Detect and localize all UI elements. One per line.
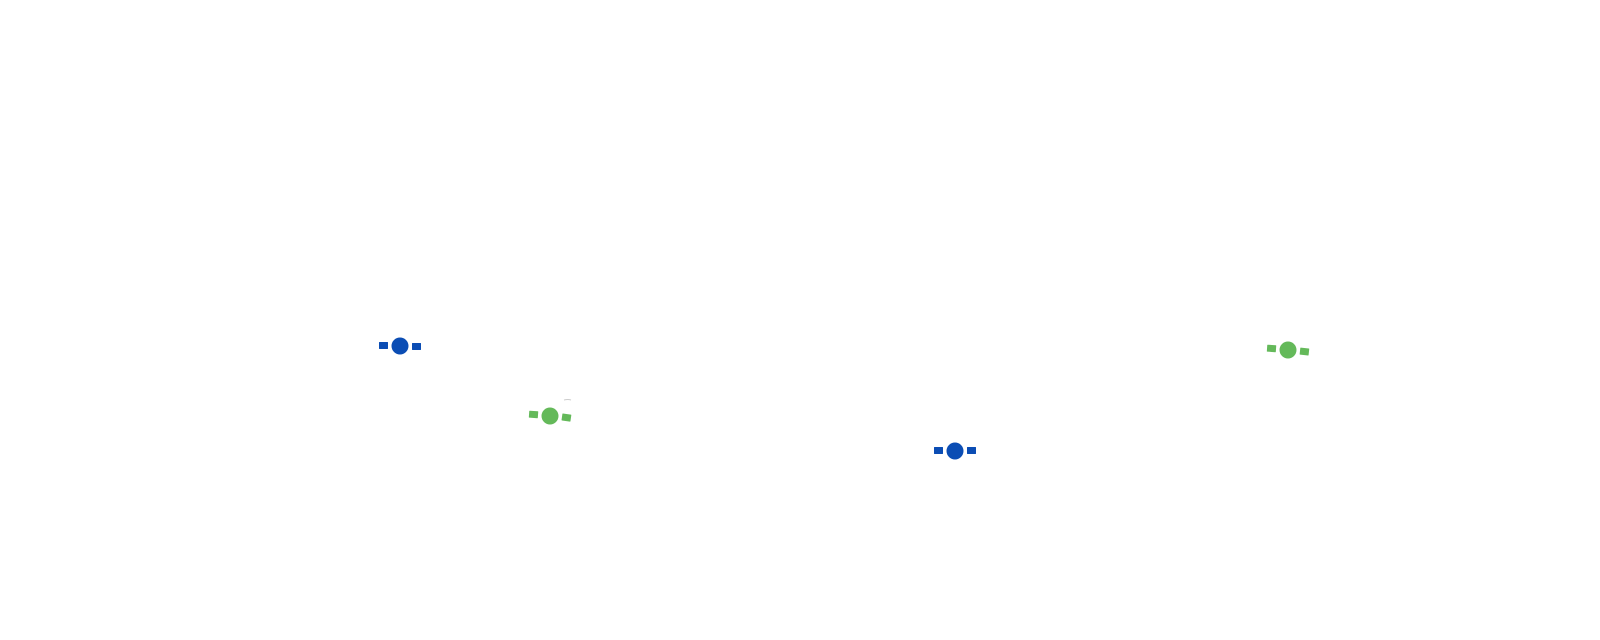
solar-panel-right <box>1299 347 1310 356</box>
satellite-body <box>541 407 559 425</box>
satellite-marker-blue-2[interactable] <box>931 439 979 463</box>
solar-panel-right <box>967 447 976 454</box>
satellite-icon <box>1266 339 1310 361</box>
satellite-body <box>1279 341 1297 359</box>
solar-panel-left <box>934 447 943 454</box>
solar-panel-right <box>412 343 421 350</box>
satellite-marker-green-2[interactable] <box>1264 338 1312 362</box>
satellite-icon <box>528 399 572 427</box>
satellite-body <box>946 442 964 460</box>
solar-panel-left <box>528 410 539 419</box>
satellite-body <box>391 337 409 355</box>
solar-panel-left <box>1266 344 1277 353</box>
satellite-marker-green-1[interactable] <box>526 399 574 428</box>
satellite-icon <box>934 440 976 462</box>
satellite-marker-blue-1[interactable] <box>376 334 424 358</box>
solar-panel-right <box>561 413 572 422</box>
orbit-arc <box>563 399 572 401</box>
satellite-icon <box>379 335 421 357</box>
solar-panel-left <box>379 342 388 349</box>
